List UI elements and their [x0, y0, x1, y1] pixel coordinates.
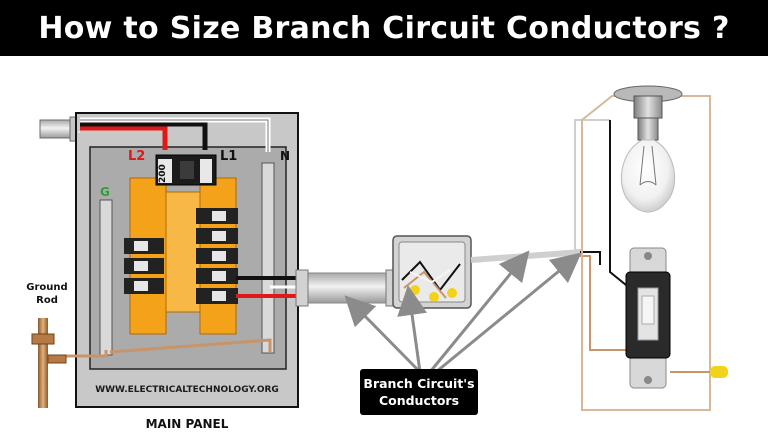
branch-breakers	[124, 208, 238, 304]
branch-cable	[470, 119, 630, 351]
branch-ground-wire	[109, 338, 272, 354]
junction-box	[392, 235, 472, 309]
title-bar: How to Size Branch Circuit Conductors ?	[0, 0, 768, 56]
website-label: WWW.ELECTRICALTECHNOLOGY.ORG	[95, 385, 279, 395]
breaker-rating: 200	[158, 164, 168, 183]
main-breaker	[155, 154, 217, 186]
light-bulb-icon	[613, 85, 683, 213]
ground-rod-label-1: Ground	[26, 282, 67, 293]
callout-line-2: Conductors	[378, 393, 460, 408]
panel-branch-wires	[236, 276, 300, 298]
page-title: How to Size Branch Circuit Conductors ?	[38, 10, 730, 46]
label-l1: L1	[220, 149, 237, 164]
label-ground: G	[100, 185, 110, 199]
label-neutral: N	[280, 149, 290, 163]
light-switch	[609, 120, 728, 389]
branch-conductors-callout: Branch Circuit's Conductors	[360, 369, 478, 415]
wire-nut-icon	[429, 292, 439, 302]
ground-rod	[31, 318, 67, 408]
service-wires	[78, 117, 271, 152]
wire-nut-icon	[410, 285, 420, 295]
main-panel-label: MAIN PANEL	[146, 417, 229, 431]
ground-rod-label-2: Rod	[36, 295, 58, 306]
callout-arrows	[344, 250, 582, 374]
label-l2: L2	[128, 149, 145, 164]
wire-nut-icon	[447, 288, 457, 298]
branch-conduit	[295, 269, 399, 307]
callout-line-1: Branch Circuit's	[363, 376, 475, 391]
wire-nut-icon	[710, 366, 728, 378]
service-conduit	[39, 116, 81, 142]
